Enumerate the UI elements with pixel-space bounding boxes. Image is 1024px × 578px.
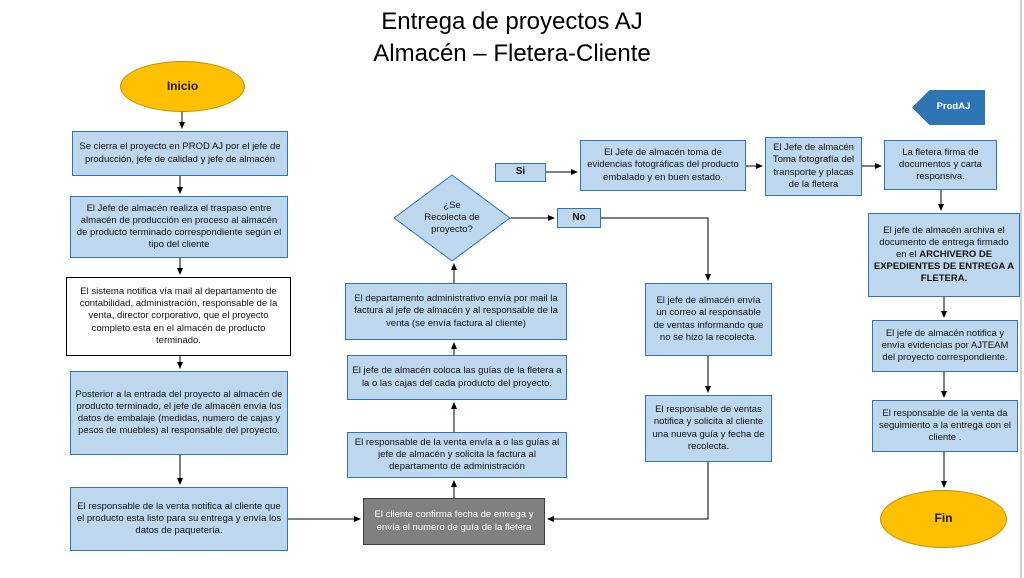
end-terminator: Fin	[880, 490, 1007, 548]
step-new-guide-request: El responsable de ventas notifica y soli…	[645, 395, 772, 462]
step-system-mail-notification: El sistema notifica vía mail al departam…	[66, 277, 291, 356]
step-send-guides: El responsable de la venta envía a o las…	[347, 432, 567, 478]
decision-diamond-shape	[393, 174, 511, 262]
decision-no-label: No	[557, 208, 601, 228]
step-admin-invoice: El departamento administrativo envía por…	[345, 283, 567, 340]
start-terminator: Inicio	[120, 61, 245, 112]
step-delivery-followup: El responsable de la venta da seguimient…	[872, 400, 1018, 452]
step-archive-document: El jefe de almacén archiva el documento …	[868, 213, 1020, 297]
step-warehouse-transfer: El Jefe de almacén realiza el traspaso e…	[70, 196, 288, 258]
step-client-confirms: El cliente confirma fecha de entrega y e…	[363, 498, 545, 545]
step-archive-text-bold: ARCHIVERO DE EXPEDIENTES DE ENTREGA A FL…	[873, 248, 1015, 285]
step-photo-evidence: El Jefe de almacén toma de evidencias fo…	[580, 140, 746, 191]
step-notify-client: El responsable de la venta notifica al c…	[70, 487, 288, 551]
prodaj-tag: ProdAJ	[912, 90, 985, 125]
decision-yes-label: Si	[495, 163, 546, 182]
step-attach-guides: El jefe de almacén coloca las guías de l…	[347, 355, 567, 400]
slide-edge-divider	[1020, 0, 1022, 578]
decision-pickup-label: ¿Se Recolecta de proyecto?	[424, 199, 480, 236]
step-packing-data: Posterior a la entrada del proyecto al a…	[70, 371, 288, 455]
step-carrier-signs: La fletera firma de documentos y carta r…	[884, 140, 997, 190]
step-no-pickup-email: El jefe de almacén envía un correo al re…	[645, 283, 772, 356]
step-ajteam-evidence: El jefe de almacén notifica y envía evid…	[872, 320, 1018, 372]
step-transport-photo: El Jefe de almacén Toma fotografía del t…	[765, 137, 862, 196]
page-title-line2: Almacén – Fletera-Cliente	[373, 40, 651, 67]
step-archive-text-normal: El jefe de almacén archiva el documento …	[879, 224, 1009, 260]
step-archive-text: El jefe de almacén archiva el documento …	[873, 225, 1015, 286]
step-close-project: Se cierra el proyecto en PROD AJ por el …	[72, 131, 288, 176]
page-title-line1: Entrega de proyectos AJ	[381, 8, 643, 35]
